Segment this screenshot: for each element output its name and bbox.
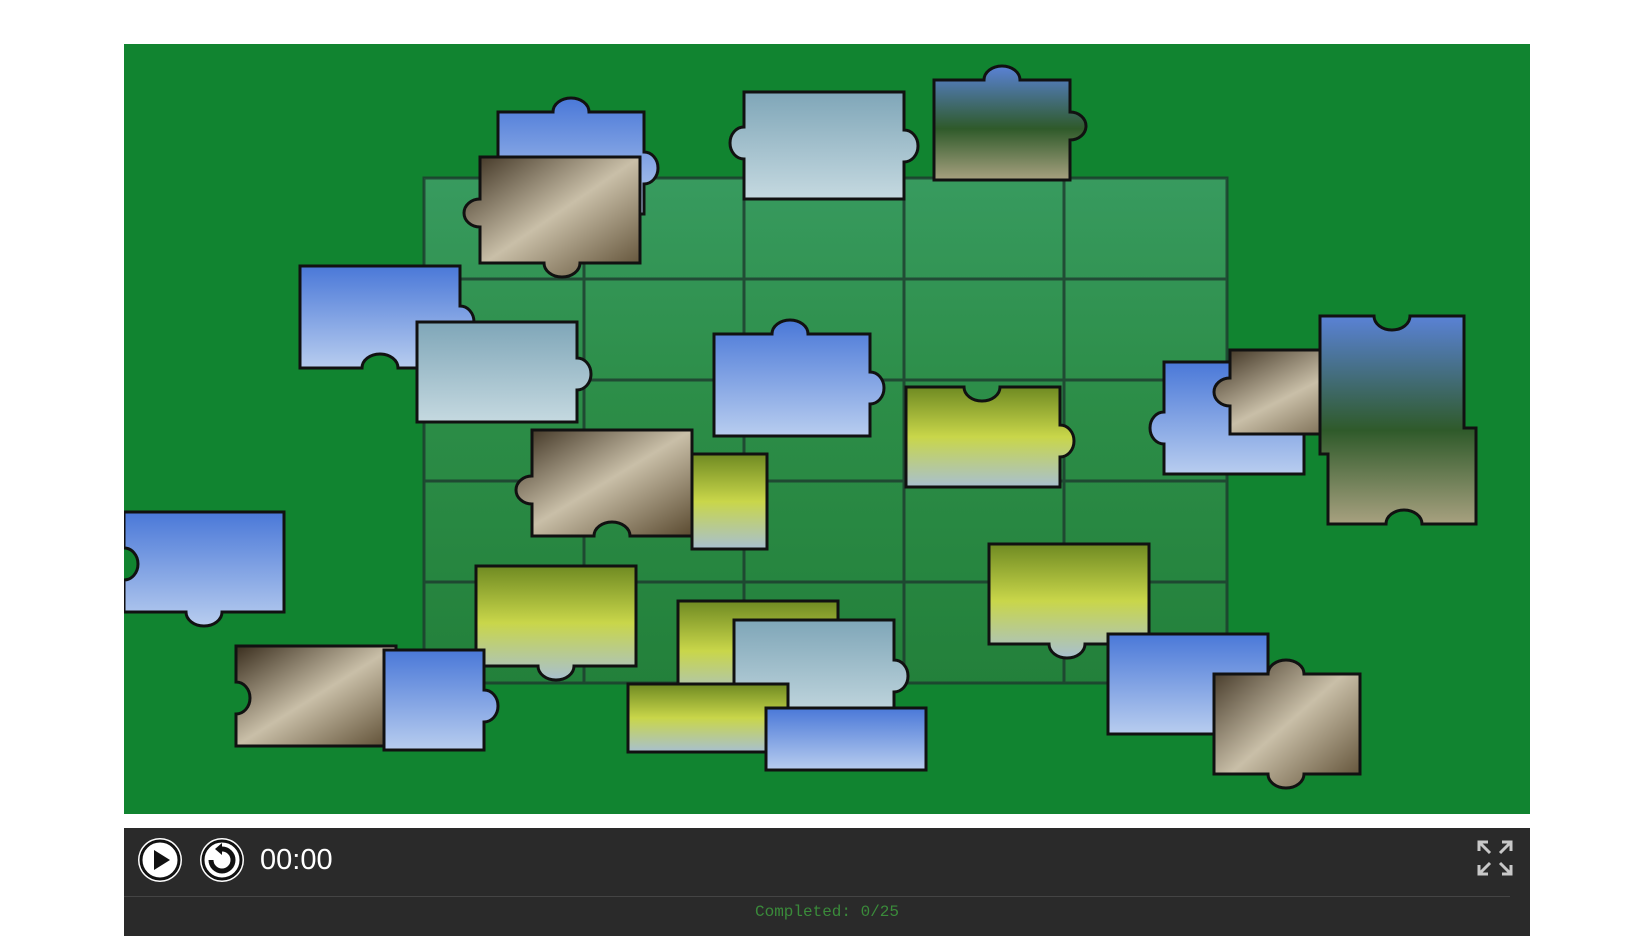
puzzle-piece[interactable]: [382, 648, 500, 752]
puzzle-piece[interactable]: [764, 706, 928, 772]
puzzle-piece[interactable]: [474, 564, 638, 682]
control-bar: 00:00 Completed: 0/25: [124, 828, 1530, 936]
puzzle-piece[interactable]: [234, 644, 398, 748]
fullscreen-button[interactable]: [1476, 839, 1514, 877]
puzzle-piece[interactable]: [1212, 658, 1362, 790]
fullscreen-icon: [1477, 840, 1513, 876]
puzzle-piece[interactable]: [904, 385, 1076, 489]
puzzle-piece[interactable]: [514, 428, 694, 538]
restart-button[interactable]: [200, 838, 244, 882]
puzzle-piece[interactable]: [124, 510, 286, 628]
puzzle-canvas: [124, 64, 1478, 790]
puzzle-board: [124, 44, 1530, 814]
play-icon: [139, 839, 181, 881]
timer-display: 00:00: [260, 844, 333, 876]
puzzle-piece[interactable]: [1318, 314, 1478, 526]
play-button[interactable]: [138, 838, 182, 882]
puzzle-piece[interactable]: [626, 682, 790, 754]
divider: [124, 896, 1510, 897]
puzzle-piece[interactable]: [987, 542, 1151, 660]
puzzle-piece[interactable]: [932, 64, 1088, 182]
completion-status: Completed: 0/25: [754, 903, 900, 921]
puzzle-piece[interactable]: [462, 155, 642, 279]
puzzle-piece[interactable]: [728, 90, 920, 201]
puzzle-piece[interactable]: [712, 318, 886, 438]
puzzle-piece[interactable]: [690, 452, 769, 551]
restart-icon: [201, 839, 243, 881]
puzzle-piece[interactable]: [415, 320, 593, 424]
